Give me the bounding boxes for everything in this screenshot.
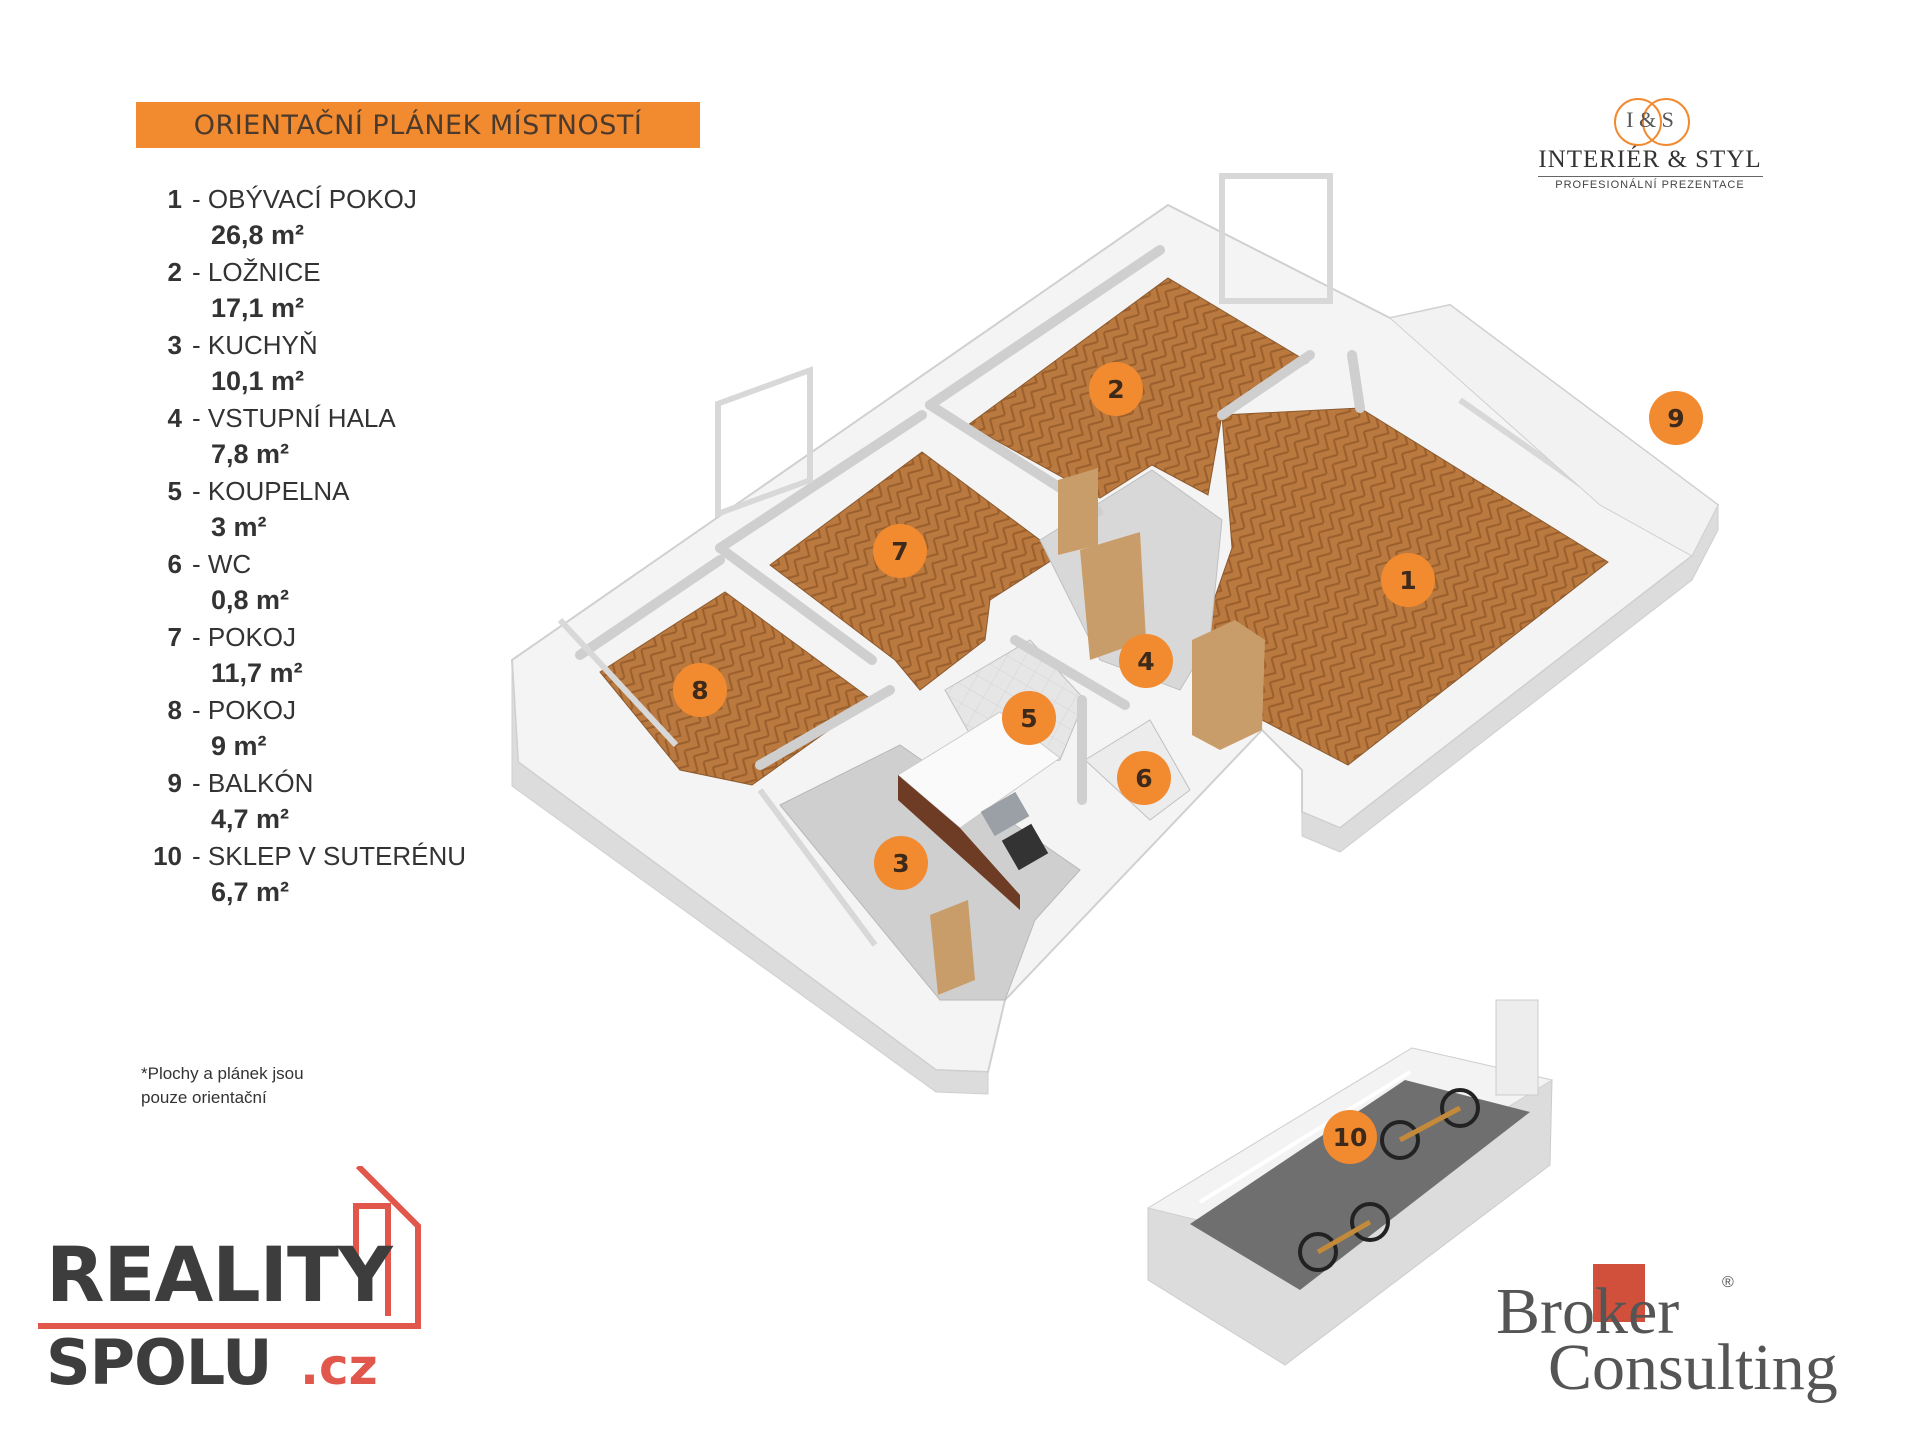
room-badge-8: 8 — [673, 663, 727, 717]
note-line: pouze orientační — [141, 1088, 267, 1107]
legend-number: 8 — [167, 695, 182, 725]
room-legend: 1 - OBÝVACÍ POKOJ 26,8 m² 2 - LOŽNICE 17… — [140, 178, 500, 908]
cellar-illustration — [1146, 999, 1554, 1366]
registered-mark: ® — [1722, 1274, 1734, 1291]
legend-room-name: - SKLEP V SUTERÉNU — [192, 841, 467, 871]
interier-styl-logo: I & S INTERIÉR & STYL PROFESIONÁLNÍ PREZ… — [1530, 98, 1770, 198]
legend-number: 7 — [167, 622, 182, 652]
legend-item: 7 - POKOJ 11,7 m² — [140, 616, 500, 689]
page-title: ORIENTAČNÍ PLÁNEK MÍSTNOSTÍ — [136, 102, 700, 148]
wardrobes — [930, 468, 1265, 995]
legend-item: 8 - POKOJ 9 m² — [140, 689, 500, 762]
legend-room-area: 11,7 m² — [211, 658, 303, 688]
legend-room-area: 6,7 m² — [211, 877, 290, 907]
badge-number: 3 — [892, 849, 909, 878]
legend-number: 4 — [167, 403, 182, 433]
legend-item: 6 - WC 0,8 m² — [140, 543, 500, 616]
legend-room-area: 4,7 m² — [211, 804, 290, 834]
legend-room-area: 3 m² — [211, 512, 267, 542]
broker-accent-square — [1593, 1264, 1645, 1322]
legend-room-area: 0,8 m² — [211, 585, 290, 615]
is-monogram-text: I & S — [1626, 107, 1674, 132]
legend-number: 3 — [167, 330, 182, 360]
is-monogram: I & S — [1600, 98, 1700, 146]
legend-item: 10 - SKLEP V SUTERÉNU 6,7 m² — [140, 835, 500, 908]
room-badge-9: 9 — [1649, 391, 1703, 445]
room-badge-4: 4 — [1119, 634, 1173, 688]
legend-room-area: 17,1 m² — [211, 293, 305, 323]
broker-word: Broker — [1496, 1275, 1680, 1348]
badge-number: 9 — [1667, 404, 1684, 433]
legend-room-area: 26,8 m² — [211, 220, 305, 250]
legend-room-name: - POKOJ — [192, 622, 297, 652]
legend-room-area: 7,8 m² — [211, 439, 290, 469]
legend-number: 10 — [153, 841, 182, 871]
room-badge-10: 10 — [1323, 1110, 1377, 1164]
house-roof-icon — [353, 1203, 391, 1316]
legend-room-area: 9 m² — [211, 731, 267, 761]
legend-item: 2 - LOŽNICE 17,1 m² — [140, 251, 500, 324]
room-badge-3: 3 — [874, 836, 928, 890]
consulting-word: Consulting — [1548, 1331, 1838, 1404]
legend-room-name: - OBÝVACÍ POKOJ — [192, 184, 417, 214]
legend-room-name: - VSTUPNÍ HALA — [192, 403, 396, 433]
badge-number: 2 — [1107, 375, 1124, 404]
badge-number: 7 — [891, 537, 908, 566]
is-brand-name: INTERIÉR & STYL — [1538, 146, 1762, 173]
room-3-floor — [779, 744, 1081, 1001]
badge-number: 4 — [1137, 647, 1154, 676]
broker-consulting-logo: Broker ® Consulting — [1496, 1264, 1896, 1414]
balcony-outline — [1388, 304, 1719, 557]
legend-number: 2 — [167, 257, 182, 287]
legend-item: 9 - BALKÓN 4,7 m² — [140, 762, 500, 835]
room-badges: 1 2 3 4 5 6 7 8 9 10 — [673, 362, 1703, 1164]
reality-spolu-logo: REALITY SPOLU .cz — [38, 1166, 428, 1416]
legend-room-name: - POKOJ — [192, 695, 297, 725]
room-badge-7: 7 — [873, 524, 927, 578]
badge-number: 8 — [691, 676, 708, 705]
legend-number: 1 — [167, 184, 182, 214]
disclaimer-note: *Plochy a plánek jsou pouze orientační — [141, 1062, 361, 1110]
badge-number: 10 — [1333, 1123, 1368, 1152]
legend-room-area: 10,1 m² — [211, 366, 305, 396]
note-line: *Plochy a plánek jsou — [141, 1064, 304, 1083]
legend-room-name: - LOŽNICE — [192, 257, 321, 287]
legend-item: 5 - KOUPELNA 3 m² — [140, 470, 500, 543]
legend-room-name: - KOUPELNA — [192, 476, 350, 506]
spolu-word: SPOLU — [46, 1326, 272, 1399]
legend-item: 3 - KUCHYŇ 10,1 m² — [140, 324, 500, 397]
is-brand-tagline: PROFESIONÁLNÍ PREZENTACE — [1555, 179, 1745, 191]
room-badge-1: 1 — [1381, 553, 1435, 607]
reality-word: REALITY — [46, 1230, 393, 1319]
badge-number: 6 — [1135, 764, 1152, 793]
legend-room-name: - KUCHYŇ — [192, 330, 318, 360]
room-badge-6: 6 — [1117, 751, 1171, 805]
legend-room-name: - BALKÓN — [192, 768, 314, 798]
legend-number: 6 — [167, 549, 182, 579]
badge-number: 5 — [1020, 704, 1037, 733]
roof-outline-icon — [38, 1166, 421, 1329]
legend-item: 1 - OBÝVACÍ POKOJ 26,8 m² — [140, 178, 500, 251]
legend-item: 4 - VSTUPNÍ HALA 7,8 m² — [140, 397, 500, 470]
legend-room-name: - WC — [192, 549, 252, 579]
badge-number: 1 — [1399, 566, 1416, 595]
cz-suffix: .cz — [300, 1338, 378, 1396]
legend-number: 5 — [167, 476, 182, 506]
room-badge-2: 2 — [1089, 362, 1143, 416]
room-badge-5: 5 — [1002, 691, 1056, 745]
legend-number: 9 — [167, 768, 182, 798]
